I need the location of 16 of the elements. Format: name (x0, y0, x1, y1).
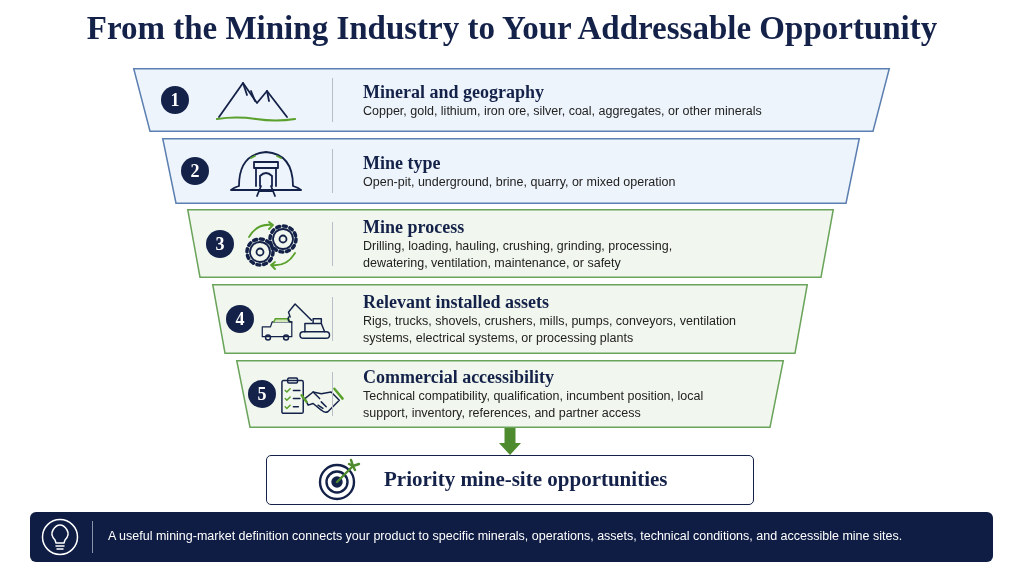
step-description: Technical compatibility, qualification, incumbent position, local support, inventory, references, and partner access (363, 388, 705, 422)
result-box (266, 455, 754, 505)
step-heading: Mine process (363, 215, 466, 238)
step-description: Drilling, loading, hauling, crushing, grinding, processing, dewatering, ventilation, maintenance, or safety (363, 237, 674, 272)
title: From the Mining Industry to Your Addressable Opportunity (85, 10, 939, 47)
step-heading: Commercial accessibility (363, 366, 556, 388)
step-heading: Mineral and geography (363, 80, 545, 103)
summary-text: A useful mining-market definition connects your product to specific minerals, operations, assets, technical conditions, and accessible mine sites. (108, 529, 903, 543)
step-description: Open-pit, underground, brine, quarry, or mixed operation (363, 173, 677, 191)
step-description: Rigs, trucks, shovels, crushers, mills, pumps, conveyors, ventilation systems, electrical systems, or processing plants (363, 313, 738, 347)
result-heading: Priority mine-site opportunities (384, 467, 668, 492)
arrow (499, 428, 521, 455)
summary-banner (30, 512, 993, 562)
step-heading: Mine type (363, 151, 442, 174)
step-heading: Relevant installed assets (363, 291, 550, 313)
step-description: Copper, gold, lithium, iron ore, silver, coal, aggregates, or other minerals (363, 102, 763, 120)
